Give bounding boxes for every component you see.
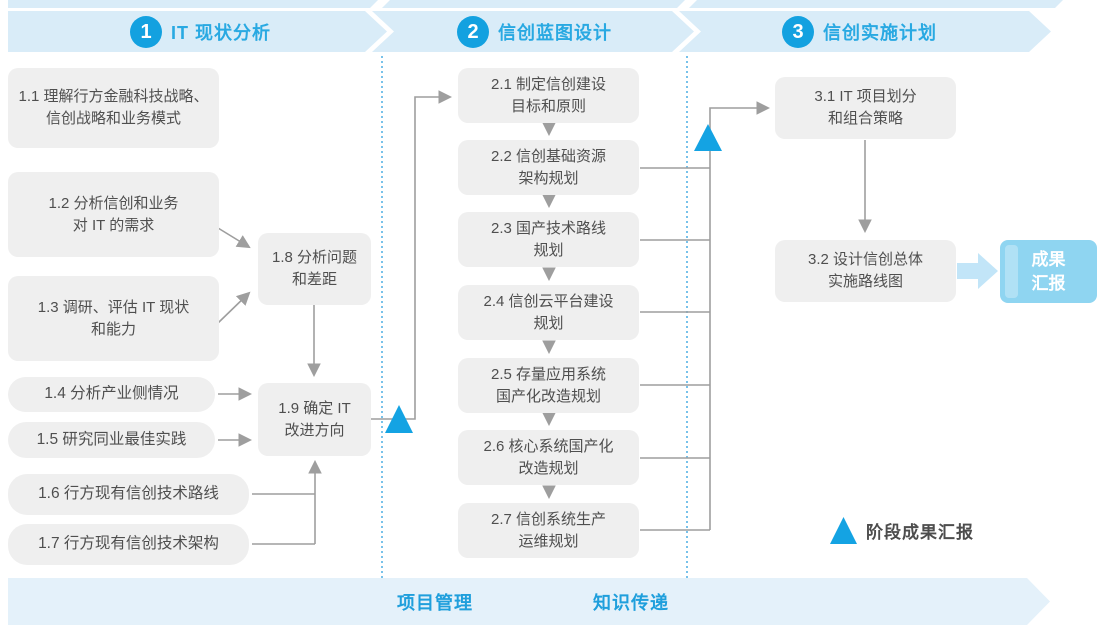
phase-header-3: 3 信创实施计划 [782, 16, 937, 48]
phase-header-2: 2 信创蓝图设计 [457, 16, 612, 48]
flow-box-2-1: 2.1 制定信创建设 目标和原则 [458, 68, 639, 123]
flow-box-1-8: 1.8 分析问题 和差距 [258, 233, 371, 305]
flow-box-1-3: 1.3 调研、评估 IT 现状 和能力 [8, 276, 219, 361]
milestone-triangle-icon-phase2 [694, 124, 722, 151]
flow-box-1-1: 1.1 理解行方金融科技战略、 信创战略和业务模式 [8, 68, 219, 148]
flow-box-3-2: 3.2 设计信创总体 实施路线图 [775, 240, 956, 302]
phase2-ribbon-segment [372, 11, 694, 52]
phase-3-number-badge: 3 [782, 16, 814, 48]
phase-1-title: IT 现状分析 [171, 23, 271, 43]
flow-box-1-6: 1.6 行方现有信创技术路线 [8, 474, 249, 515]
result-fat-arrow-icon [957, 253, 998, 289]
result-box-highlight [1005, 245, 1018, 298]
phase-header-1: 1 IT 现状分析 [130, 16, 271, 48]
flow-box-2-4: 2.4 信创云平台建设 规划 [458, 285, 639, 340]
phase-2-number-badge: 2 [457, 16, 489, 48]
footer-banner-arrow [8, 578, 1050, 625]
phase1-ribbon-segment [8, 11, 387, 52]
phase-ribbon [8, 11, 1051, 52]
flow-box-2-3: 2.3 国产技术路线 规划 [458, 212, 639, 267]
phase-3-title: 信创实施计划 [823, 23, 937, 43]
footer-item-project-management: 项目管理 [397, 593, 473, 613]
flow-box-2-5: 2.5 存量应用系统 国产化改造规划 [458, 358, 639, 413]
flow-box-1-2: 1.2 分析信创和业务 对 IT 的需求 [8, 172, 219, 257]
milestone-triangle-icon-phase1 [385, 405, 413, 433]
footer-item-knowledge-transfer: 知识传递 [593, 593, 669, 613]
flow-box-2-2: 2.2 信创基础资源 架构规划 [458, 140, 639, 195]
flow-box-3-1: 3.1 IT 项目划分 和组合策略 [775, 77, 956, 139]
result-report-label: 成果 汇报 [1031, 249, 1066, 293]
phase-separator-dashed-lines [381, 56, 688, 578]
flow-box-1-4: 1.4 分析产业侧情况 [8, 377, 215, 412]
legend-milestone-label: 阶段成果汇报 [866, 523, 974, 542]
flow-box-2-6: 2.6 核心系统国产化 改造规划 [458, 430, 639, 485]
phase-2-title: 信创蓝图设计 [498, 23, 612, 43]
flow-box-1-5: 1.5 研究同业最佳实践 [8, 422, 215, 458]
legend-triangle-icon [830, 517, 857, 544]
top-sliver-ribbon [8, 0, 1063, 8]
flow-box-1-9: 1.9 确定 IT 改进方向 [258, 383, 371, 456]
flow-box-2-7: 2.7 信创系统生产 运维规划 [458, 503, 639, 558]
result-report-box: 成果 汇报 [1000, 240, 1097, 303]
phase-1-number-badge: 1 [130, 16, 162, 48]
phase3-ribbon-segment [679, 11, 1051, 52]
flow-box-1-7: 1.7 行方现有信创技术架构 [8, 524, 249, 565]
